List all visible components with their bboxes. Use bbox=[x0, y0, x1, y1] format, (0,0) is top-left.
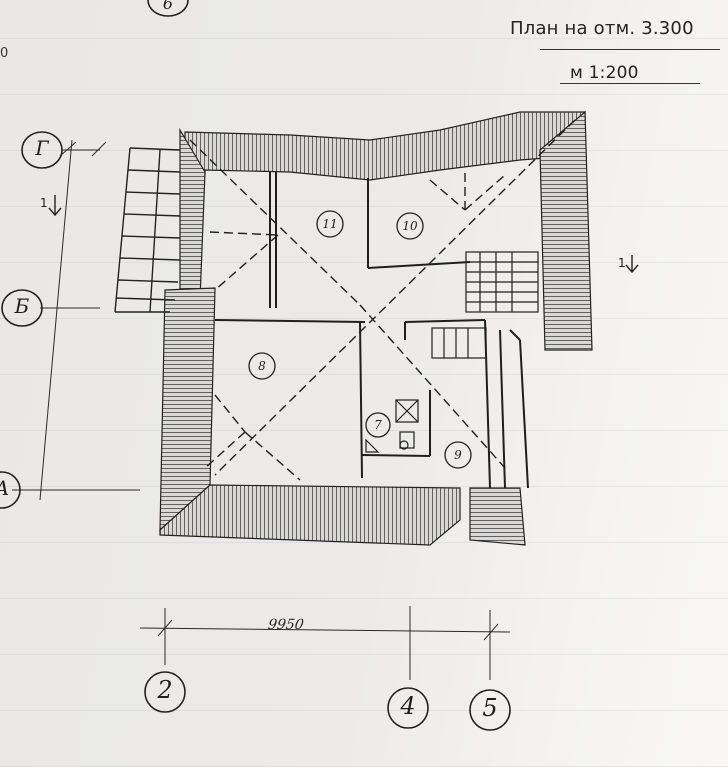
room-label-9: 9 bbox=[454, 448, 462, 462]
axis-label-5: 5 bbox=[482, 694, 498, 722]
section-mark-left: 1 bbox=[40, 196, 48, 210]
plan-title: План на отм. 3.300 bbox=[510, 18, 694, 39]
axis-bubble-2 bbox=[144, 671, 186, 713]
room-marker-9 bbox=[444, 441, 472, 469]
room-label-10: 10 bbox=[402, 219, 418, 233]
bathroom-fixtures bbox=[365, 399, 419, 453]
plan-scale: м 1:200 bbox=[570, 63, 639, 83]
title-underline bbox=[540, 49, 720, 50]
axis-lines bbox=[12, 139, 511, 680]
axis-label-a: А bbox=[0, 476, 18, 500]
roof-dashed-lines bbox=[189, 119, 576, 481]
axis-label-b: Б bbox=[14, 294, 30, 318]
axis-bubble-top bbox=[147, 0, 189, 17]
room-label-7: 7 bbox=[374, 418, 382, 432]
room-marker-8 bbox=[248, 352, 276, 380]
room-label-8: 8 bbox=[258, 359, 266, 373]
axis-bubble-g bbox=[21, 131, 63, 169]
axis-bubble-4 bbox=[387, 687, 429, 729]
edge-mark: 0 bbox=[0, 46, 9, 61]
section-mark-right: 1 bbox=[618, 256, 626, 270]
room-marker-7 bbox=[365, 412, 391, 438]
axis-bubble-b bbox=[1, 289, 43, 327]
axis-bubble-5 bbox=[469, 689, 511, 731]
scale-underline bbox=[560, 83, 700, 84]
dimension-label: 9950 bbox=[266, 617, 305, 633]
axis-label-2: 2 bbox=[157, 676, 173, 704]
balcony-railing bbox=[114, 147, 181, 313]
room-marker-11 bbox=[316, 210, 344, 238]
room-markers bbox=[248, 210, 472, 469]
axis-label-top: 6 bbox=[162, 0, 174, 13]
interior-walls bbox=[214, 172, 529, 489]
room-label-11: 11 bbox=[322, 217, 338, 231]
axis-bubble-a bbox=[0, 471, 21, 509]
stair bbox=[431, 251, 539, 359]
exterior-walls bbox=[159, 110, 593, 546]
axis-label-4: 4 bbox=[400, 692, 416, 720]
axis-label-g: Г bbox=[35, 136, 49, 160]
section-arrows bbox=[48, 195, 639, 274]
axis-bubbles bbox=[0, 0, 511, 731]
room-marker-10 bbox=[396, 212, 424, 240]
